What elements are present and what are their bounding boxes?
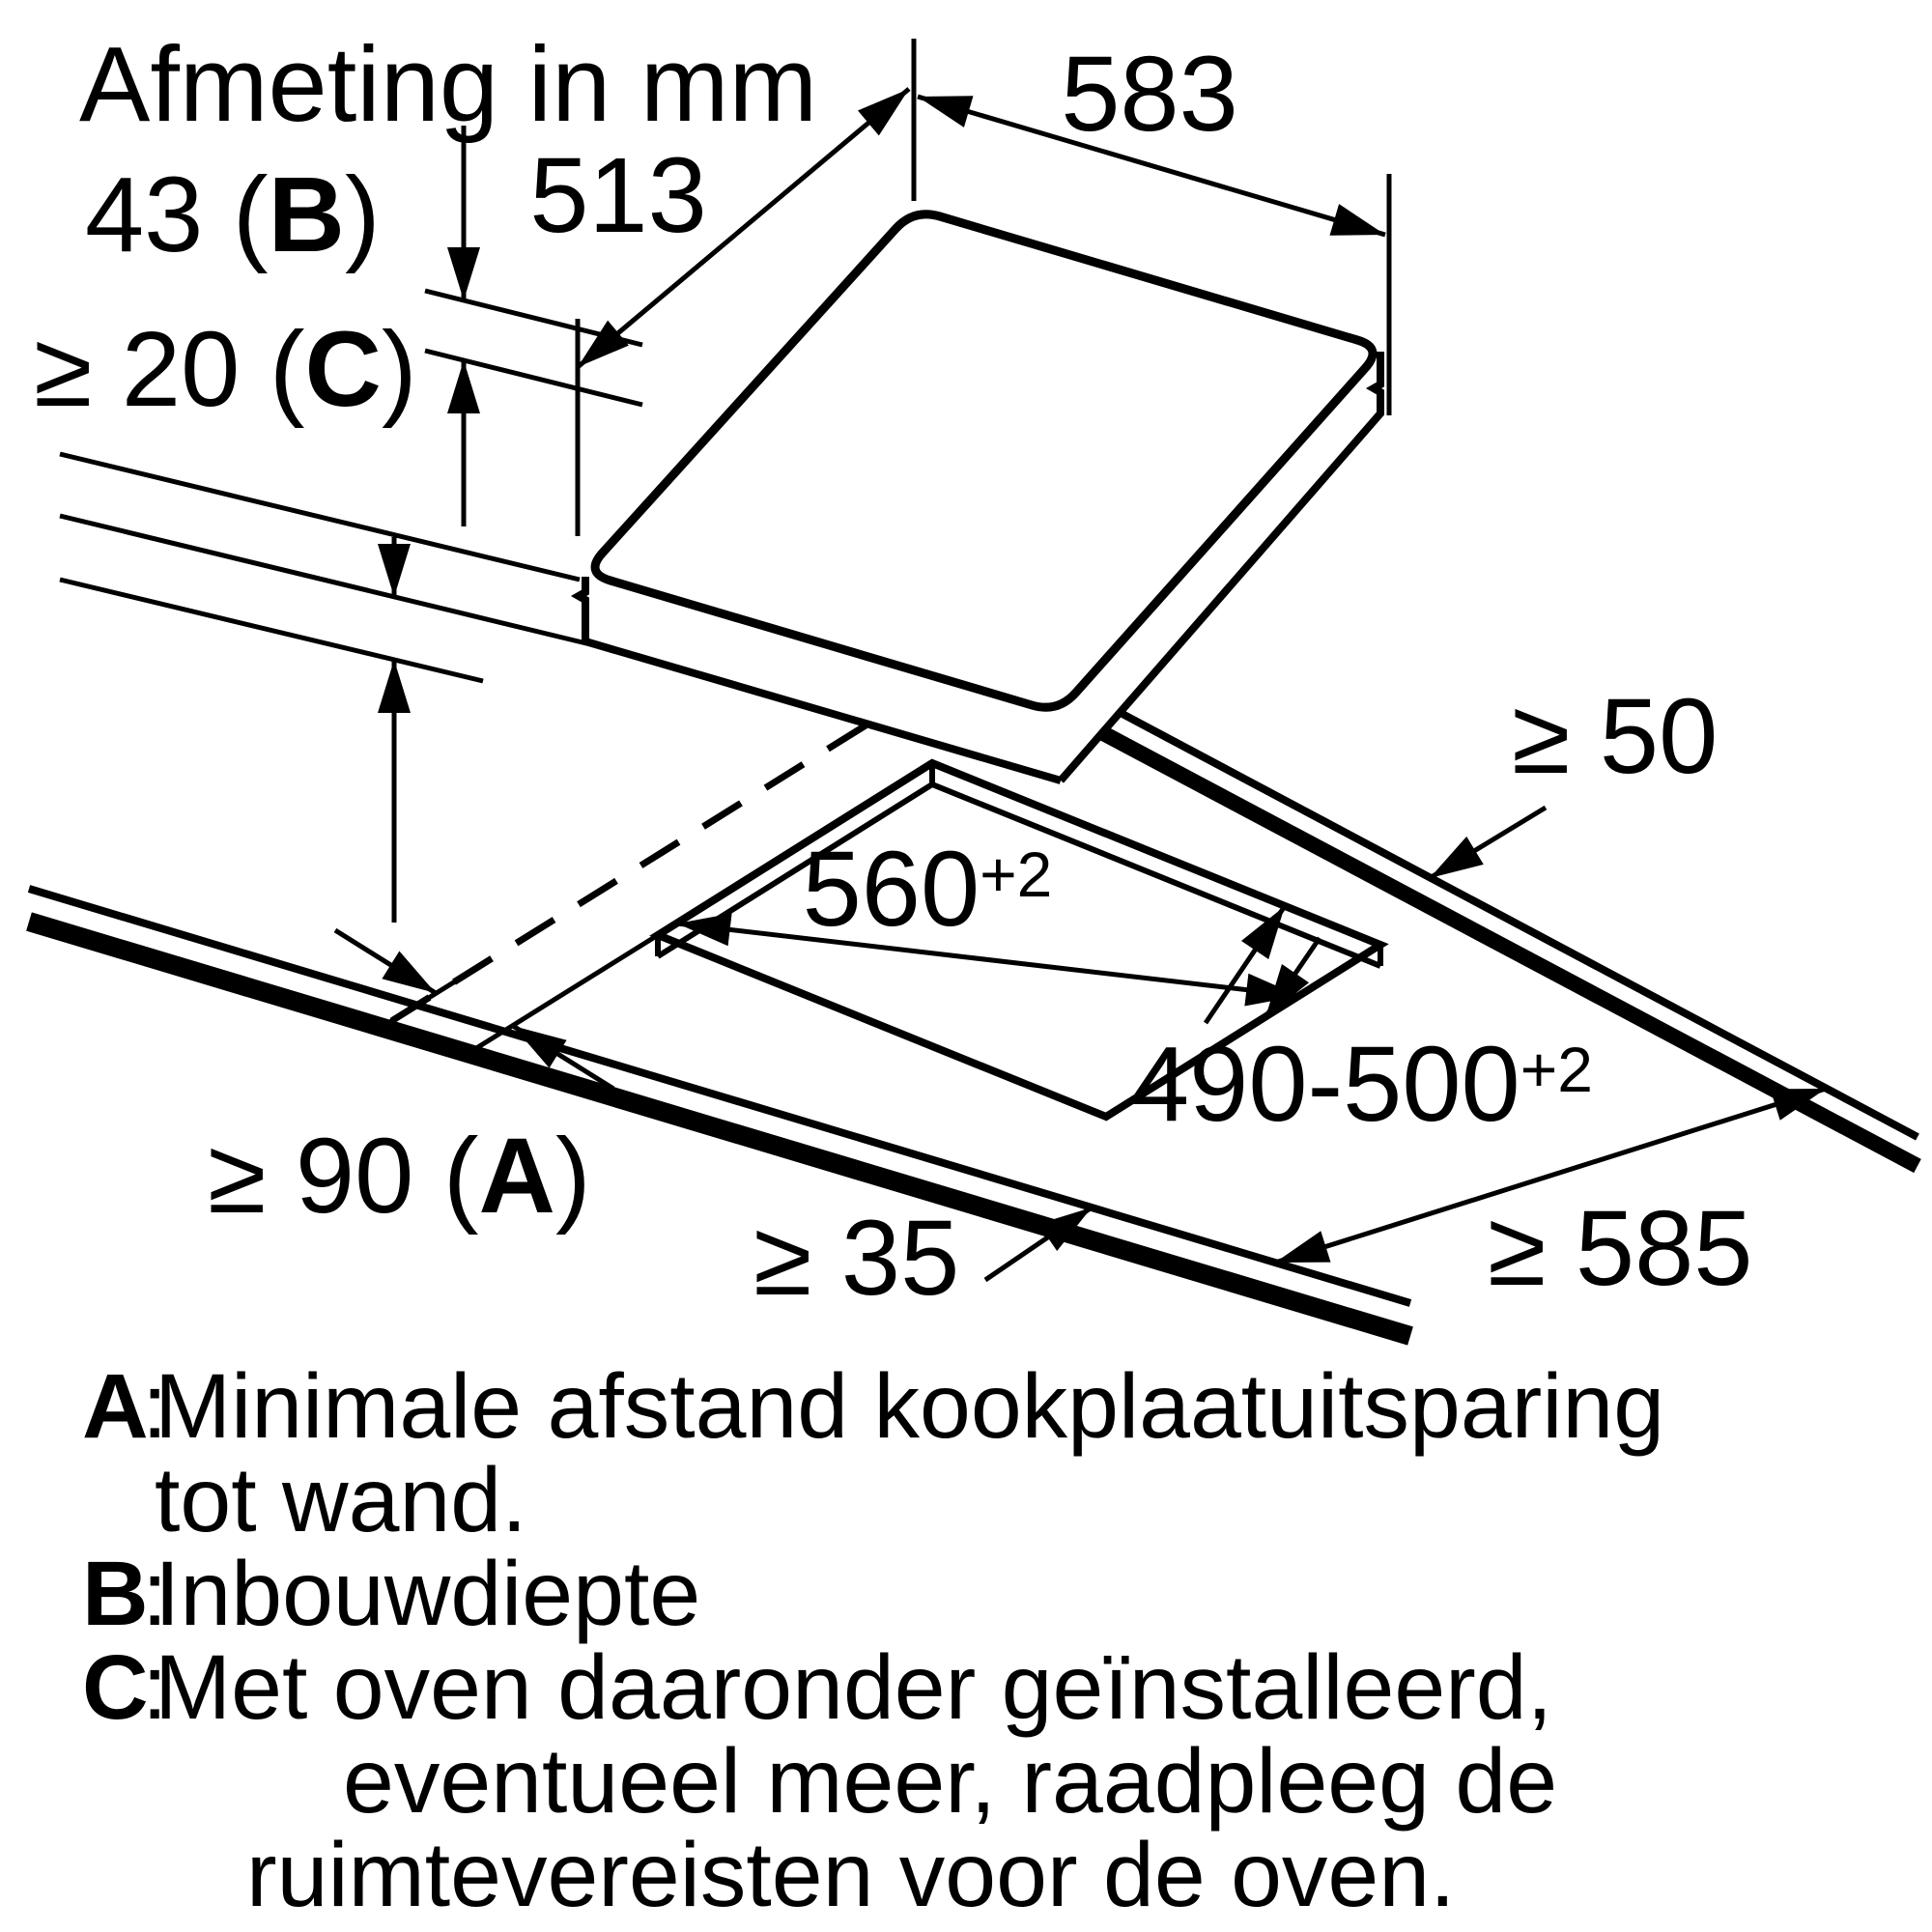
dim-hob-depth: 513 xyxy=(529,136,707,255)
legend-item-a-line-1: A:Minimale afstand kookplaatuitsparing xyxy=(82,1355,1665,1458)
dim-wall-distance: ≥ 90 (A) xyxy=(208,1117,591,1236)
hob-skirt-outline xyxy=(570,352,1384,784)
dim-cutout-depth: 490-500+2 xyxy=(1130,1025,1593,1144)
dim-oven-clearance: ≥ 20 (C) xyxy=(34,310,417,429)
legend-item-b-line-1: B:Inbouwdiepte xyxy=(82,1543,701,1645)
dim-build-in-depth: 43 (B) xyxy=(85,156,381,274)
legend-label-a: A xyxy=(82,1355,149,1458)
legend-item-c-line-2: eventueel meer, raadpleeg de xyxy=(343,1730,1558,1833)
legend-item-a-line-2: tot wand. xyxy=(155,1449,527,1551)
dim-rear-clearance: ≥ 50 xyxy=(1512,677,1718,796)
legend-item-c-line-3: ruimtevereisten voor de oven. xyxy=(246,1824,1456,1926)
cutout-outline xyxy=(649,758,1389,1122)
page-title: Afmeting in mm xyxy=(79,25,818,144)
dim-hob-width: 583 xyxy=(1061,35,1238,154)
dimension-arrowheads xyxy=(378,89,1826,1263)
legend-item-c-line-1: C:Met oven daaronder geïnstalleerd, xyxy=(82,1636,1553,1739)
legend-label-c: C xyxy=(82,1636,149,1739)
hob-glass-outline xyxy=(590,210,1378,712)
hob xyxy=(570,210,1384,784)
dim-cutout-width: 560+2 xyxy=(803,830,1053,949)
legend-label-b: B xyxy=(82,1543,149,1645)
dim-worktop-depth: ≥ 585 xyxy=(1488,1189,1752,1308)
legend: A:Minimale afstand kookplaatuitsparing t… xyxy=(82,1360,1898,1922)
wall-extension-line xyxy=(386,961,485,1026)
dim-front-clearance: ≥ 35 xyxy=(753,1199,959,1318)
worktop-front-edge xyxy=(26,885,1413,1346)
extension-lines xyxy=(59,39,1392,1053)
